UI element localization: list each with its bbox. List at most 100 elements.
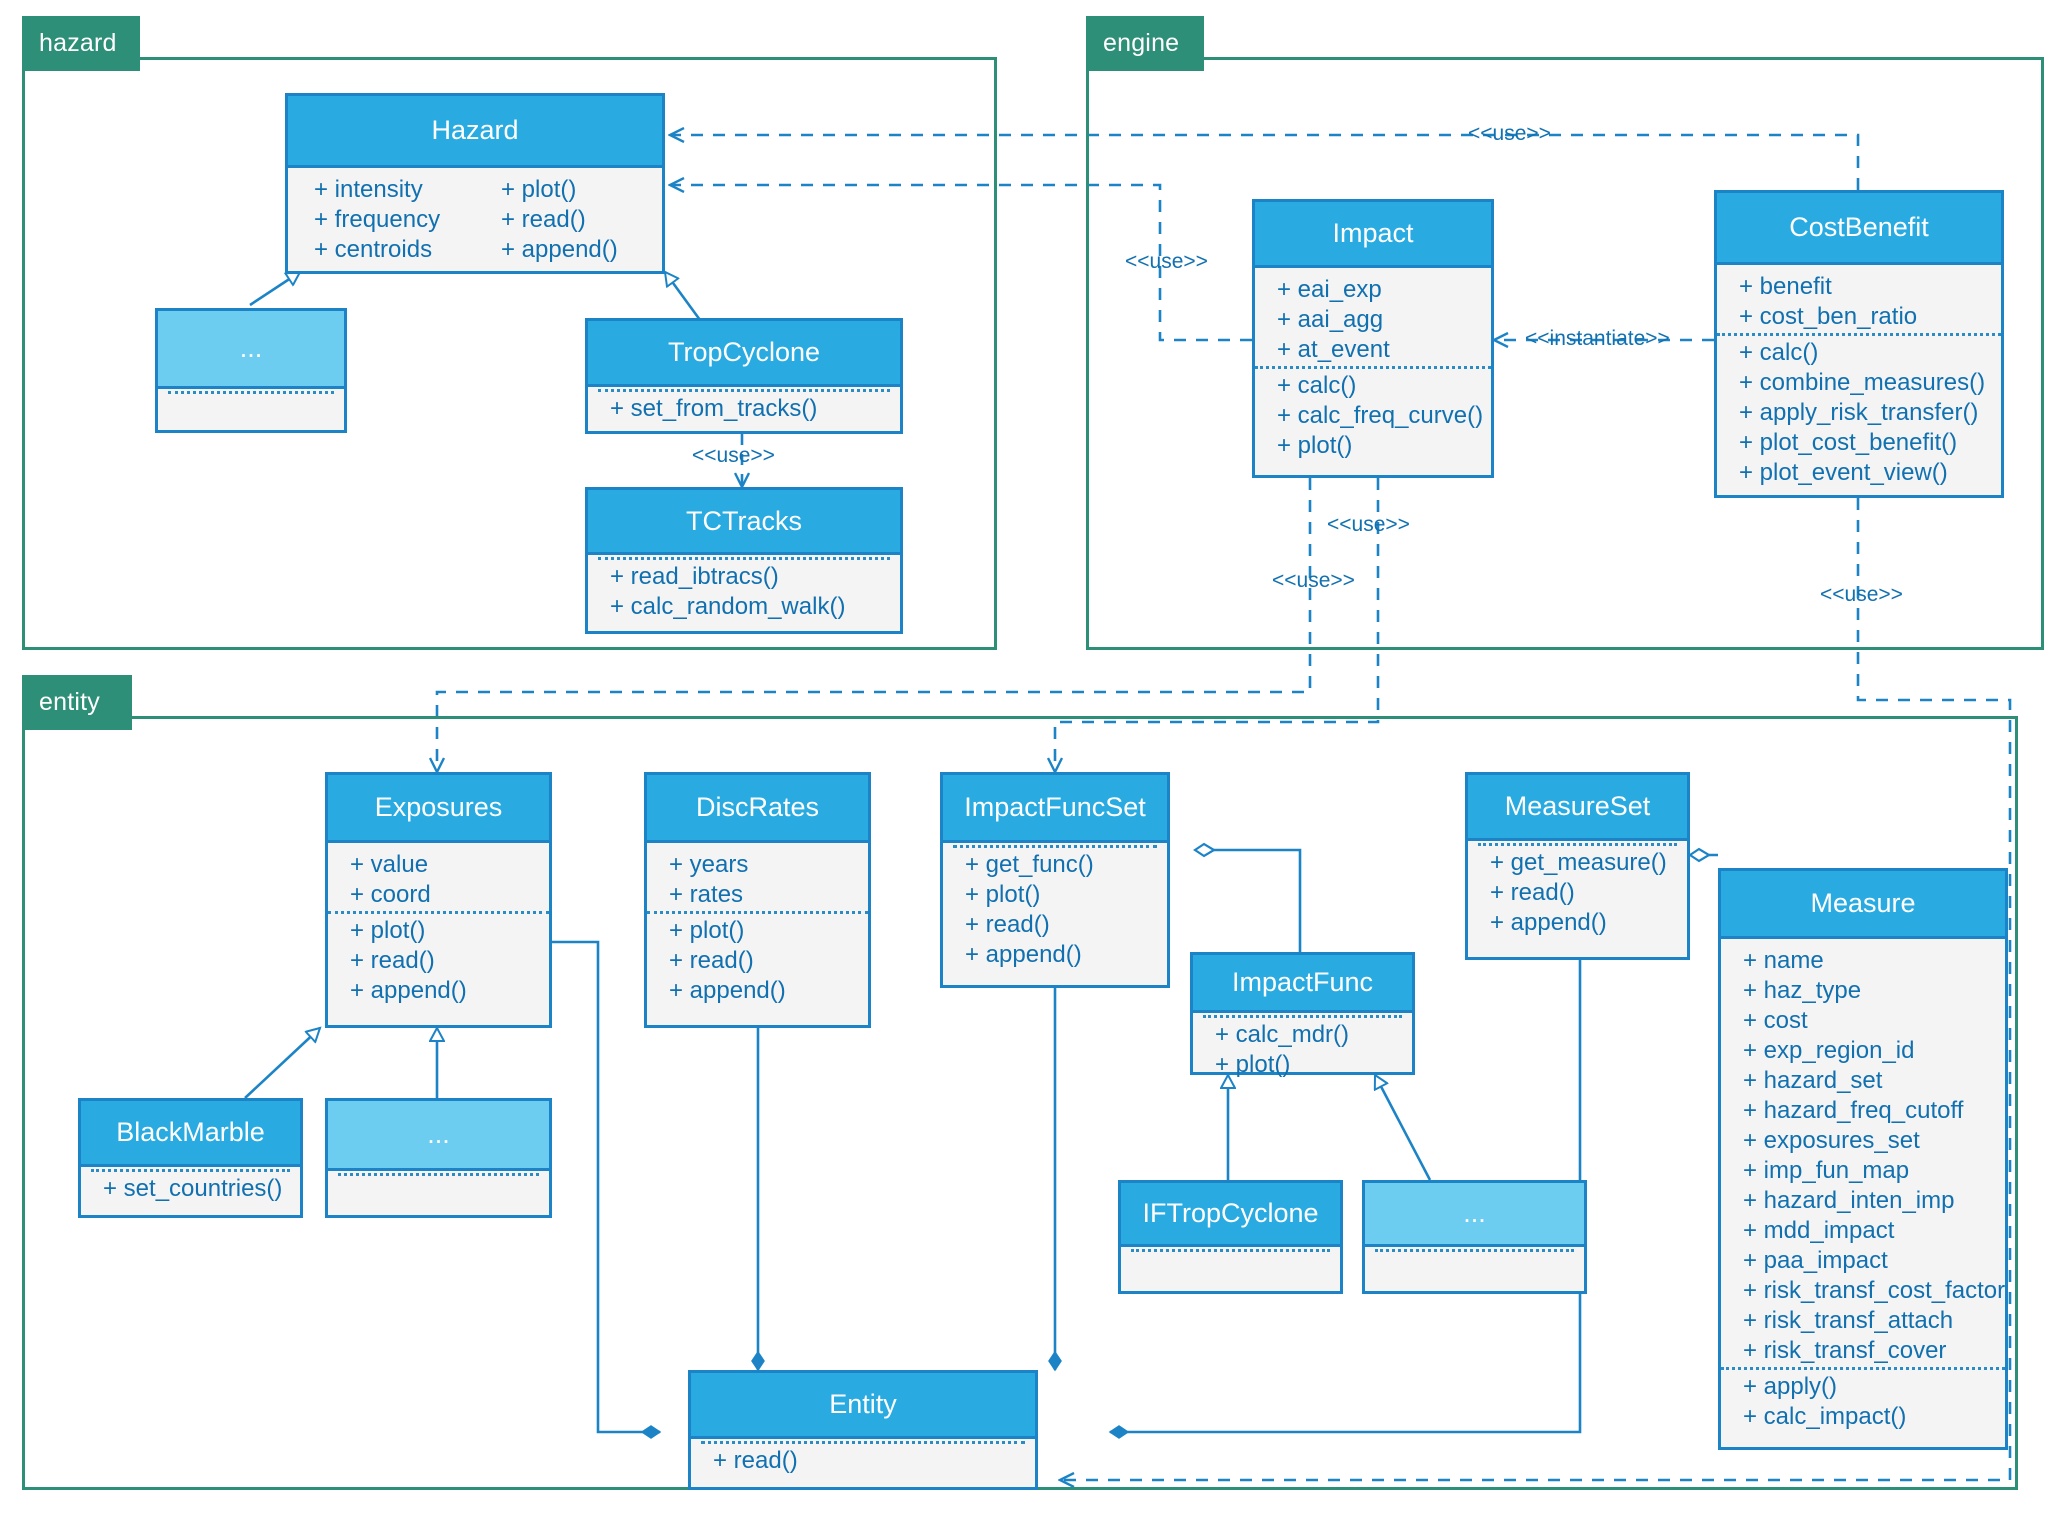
member: + append() (1490, 909, 1607, 936)
member: + aai_agg (1277, 306, 1384, 333)
member: + get_measure() (1490, 849, 1667, 876)
class-exposures-other-title: ... (328, 1101, 549, 1171)
member: + read() (713, 1447, 798, 1474)
class-costbenefit-title: CostBenefit (1717, 193, 2001, 265)
member: + read_ibtracs() (610, 563, 779, 590)
member: + hazard_freq_cutoff (1743, 1097, 1964, 1124)
member: + plot() (501, 176, 577, 203)
class-impactfunc[interactable]: ImpactFunc + calc_mdr() + plot() (1190, 952, 1415, 1078)
member: + read() (1490, 879, 1575, 906)
class-discrates-body: + years + rates + plot() + read() + appe… (647, 843, 868, 1028)
member: + read() (669, 947, 754, 974)
member: + append() (350, 977, 467, 1004)
label-use-impact-exposures: <<use>> (1272, 569, 1355, 592)
label-use-impact-hazard: <<use>> (1125, 250, 1208, 273)
class-exposures-title: Exposures (328, 775, 549, 843)
class-iftropcyclone-body (1121, 1247, 1340, 1291)
class-impactfuncset[interactable]: ImpactFuncSet + get_func() + plot() + re… (940, 772, 1170, 988)
member: + get_func() (965, 851, 1094, 878)
class-exposures-other-body (328, 1171, 549, 1215)
member: + plot() (965, 881, 1041, 908)
member: + exposures_set (1743, 1127, 1920, 1154)
member: + risk_transf_cover (1743, 1337, 1947, 1364)
member: + apply() (1721, 1367, 2005, 1402)
package-entity-tab: entity (22, 675, 132, 730)
member: + hazard_set (1743, 1067, 1883, 1094)
class-discrates[interactable]: DiscRates + years + rates + plot() + rea… (644, 772, 871, 1028)
member: + plot_event_view() (1739, 459, 1948, 486)
member: + mdd_impact (1743, 1217, 1895, 1244)
class-measureset[interactable]: MeasureSet + get_measure() + read() + ap… (1465, 772, 1690, 960)
member: + calc_mdr() (1215, 1021, 1350, 1048)
label-use-tropcyclone-tctracks: <<use>> (692, 444, 775, 467)
member: + calc_random_walk() (610, 593, 846, 620)
member: + imp_fun_map (1743, 1157, 1910, 1184)
class-impactfunc-other-body (1365, 1247, 1584, 1291)
member: + name (1743, 947, 1824, 974)
member: + plot() (1215, 1051, 1291, 1078)
member: + exp_region_id (1743, 1037, 1915, 1064)
class-hazard-other-body (158, 389, 344, 433)
label-use-impact-impactfuncset: <<use>> (1327, 513, 1410, 536)
member: + coord (350, 881, 431, 908)
member: + append() (669, 977, 786, 1004)
class-hazard-title: Hazard (288, 96, 662, 168)
class-blackmarble[interactable]: BlackMarble + set_countries() (78, 1098, 303, 1218)
class-tctracks-title: TCTracks (588, 490, 900, 555)
member: + apply_risk_transfer() (1739, 399, 1979, 426)
member: + value (350, 851, 429, 878)
class-measure-title: Measure (1721, 871, 2005, 939)
class-exposures-other[interactable]: ... (325, 1098, 552, 1218)
class-impactfunc-other-title: ... (1365, 1183, 1584, 1247)
class-entity[interactable]: Entity + read() (688, 1370, 1038, 1490)
class-hazard-other[interactable]: ... (155, 308, 347, 433)
member: + cost_ben_ratio (1739, 303, 1918, 330)
member: + at_event (1277, 336, 1390, 363)
class-hazard[interactable]: Hazard + intensity + frequency + centroi… (285, 93, 665, 274)
member: + rates (669, 881, 744, 908)
member: + plot() (1277, 432, 1353, 459)
class-exposures[interactable]: Exposures + value + coord + plot() + rea… (325, 772, 552, 1028)
member: + plot() (328, 911, 549, 946)
class-iftropcyclone[interactable]: IFTropCyclone (1118, 1180, 1343, 1294)
member: + cost (1743, 1007, 1808, 1034)
class-blackmarble-body: + set_countries() (81, 1167, 300, 1215)
member: + haz_type (1743, 977, 1862, 1004)
package-hazard-tab: hazard (22, 16, 140, 71)
class-measureset-title: MeasureSet (1468, 775, 1687, 841)
package-entity-label: entity (39, 688, 100, 716)
class-hazard-attributes: + intensity + frequency + centroids (288, 175, 475, 265)
class-tropcyclone-body: + set_from_tracks() (588, 387, 900, 437)
label-use-costbenefit-hazard: <<use>> (1468, 122, 1551, 145)
class-tctracks-body: + read_ibtracs() + calc_random_walk() (588, 555, 900, 637)
member: + plot() (647, 911, 868, 946)
class-impactfuncset-body: + get_func() + plot() + read() + append(… (943, 843, 1167, 988)
member: + years (669, 851, 749, 878)
class-measure[interactable]: Measure + name + haz_type + cost + exp_r… (1718, 868, 2008, 1450)
class-costbenefit-body: + benefit + cost_ben_ratio + calc() + co… (1717, 265, 2001, 501)
class-impactfuncset-title: ImpactFuncSet (943, 775, 1167, 843)
label-instantiate-costbenefit-impact: <<instantiate>> (1525, 327, 1670, 350)
member: + plot_cost_benefit() (1739, 429, 1958, 456)
class-tropcyclone[interactable]: TropCyclone + set_from_tracks() (585, 318, 903, 434)
package-hazard-label: hazard (39, 29, 117, 57)
member: + calc() (1255, 366, 1491, 401)
class-impact[interactable]: Impact + eai_exp + aai_agg + at_event + … (1252, 199, 1494, 478)
member: + centroids (314, 236, 433, 263)
member: + intensity (314, 176, 423, 203)
package-engine-tab: engine (1086, 16, 1204, 71)
class-tctracks[interactable]: TCTracks + read_ibtracs() + calc_random_… (585, 487, 903, 634)
member: + read() (501, 206, 586, 233)
member: + set_countries() (103, 1175, 283, 1202)
class-hazard-methods: + plot() + read() + append() (475, 175, 662, 265)
class-tropcyclone-title: TropCyclone (588, 321, 900, 387)
package-engine-label: engine (1103, 29, 1180, 57)
class-entity-title: Entity (691, 1373, 1035, 1439)
class-impact-body: + eai_exp + aai_agg + at_event + calc() … (1255, 268, 1491, 481)
member: + calc_impact() (1743, 1403, 1907, 1430)
class-costbenefit[interactable]: CostBenefit + benefit + cost_ben_ratio +… (1714, 190, 2004, 498)
class-impactfunc-body: + calc_mdr() + plot() (1193, 1013, 1412, 1078)
class-impactfunc-other[interactable]: ... (1362, 1180, 1587, 1294)
class-impactfunc-title: ImpactFunc (1193, 955, 1412, 1013)
class-measure-body: + name + haz_type + cost + exp_region_id… (1721, 939, 2005, 1450)
